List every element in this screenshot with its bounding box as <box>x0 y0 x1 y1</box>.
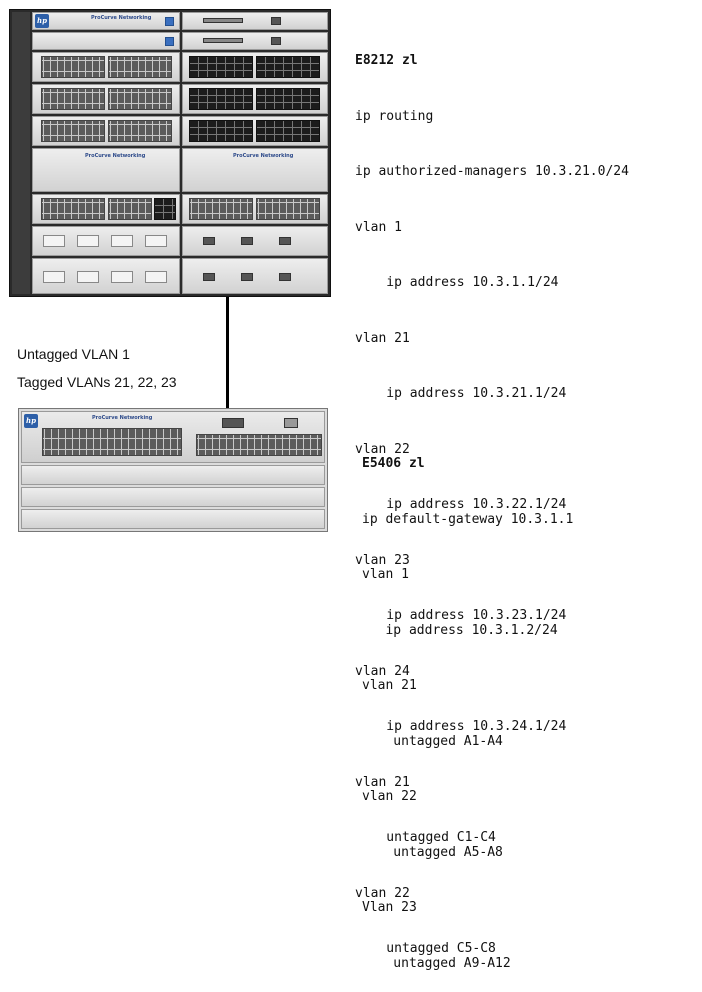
e5406-config-line: ip address 10.3.1.2/24 <box>362 622 558 638</box>
console-port-icon <box>271 17 281 25</box>
xfp-slot-icon <box>279 273 291 281</box>
rj45-port-block <box>41 56 105 78</box>
e8212-config-title: E8212 zl <box>355 53 418 68</box>
e8212-module-i <box>32 226 180 256</box>
e8212-brand-label: ProCurve Networking <box>91 15 152 21</box>
e8212-brand-label-3: ProCurve Networking <box>233 153 294 159</box>
e5406-config-title: E5406 zl <box>362 456 425 471</box>
e5406-config-line: vlan 22 <box>362 789 417 804</box>
e8212-module-f <box>182 116 328 146</box>
e8212-module-h <box>182 194 328 224</box>
console-port-icon <box>284 418 298 428</box>
e8212-config-line: vlan 22 <box>355 441 410 457</box>
uplink-cable-line <box>226 297 229 409</box>
e8212-module-b <box>182 52 328 82</box>
rj45-port-block <box>108 88 172 110</box>
cx4-connector-icon <box>77 235 99 247</box>
management-port-icon <box>222 418 244 428</box>
sfp-port-block <box>256 120 320 142</box>
e8212-config-line: ip address 10.3.22.1/24 <box>355 497 567 512</box>
sfp-port-block <box>189 56 253 78</box>
e8212-config-line: ip address 10.3.21.1/24 <box>355 386 567 401</box>
e8212-config-line: ip routing <box>355 108 434 124</box>
sfp-port-block <box>256 56 320 78</box>
cx4-connector-icon <box>43 235 65 247</box>
e5406-switch-chassis: hp ProCurve Networking <box>18 408 328 532</box>
cx4-connector-icon <box>77 271 99 283</box>
e8212-module-l <box>182 258 328 294</box>
e8212-module-j <box>182 226 328 256</box>
e5406-config-line: untagged A1-A4 <box>362 733 503 749</box>
tagged-vlans-label: Tagged VLANs 21, 22, 23 <box>17 374 177 390</box>
untagged-vlan-label: Untagged VLAN 1 <box>17 346 130 362</box>
e8212-fabric-module-left: ProCurve Networking <box>32 148 180 192</box>
xfp-slot-icon <box>241 273 253 281</box>
e8212-module-k <box>32 258 180 294</box>
e8212-management-module-right <box>182 12 328 30</box>
led-panel-icon <box>203 18 243 23</box>
e5406-config-line: vlan 21 <box>362 678 417 693</box>
e8212-config-line: ip authorized-managers 10.3.21.0/24 <box>355 164 629 179</box>
e8212-management-module-left: hp ProCurve Networking <box>32 12 180 30</box>
xfp-slot-icon <box>279 237 291 245</box>
e8212-config-line: vlan 21 <box>355 330 410 346</box>
e8212-brand-label-2: ProCurve Networking <box>85 153 146 159</box>
hp-logo-icon: hp <box>24 414 38 428</box>
e8212-module-d <box>182 84 328 114</box>
e5406-config-line: ip default-gateway 10.3.1.1 <box>362 511 574 527</box>
e5406-top-module: hp ProCurve Networking <box>21 411 325 463</box>
cx4-connector-icon <box>43 271 65 283</box>
sfp-port-block <box>256 88 320 110</box>
rj45-port-block <box>108 198 152 220</box>
module-release-tab-icon <box>165 37 174 46</box>
e8212-management-module-left-2 <box>32 32 180 50</box>
e5406-config-line: vlan 1 <box>362 567 409 582</box>
e5406-blank-module-2 <box>21 487 325 507</box>
e8212-module-a <box>32 52 180 82</box>
e8212-fabric-module-right: ProCurve Networking <box>182 148 328 192</box>
rj45-port-block <box>108 120 172 142</box>
cx4-connector-icon <box>111 235 133 247</box>
e8212-config-line: vlan 1 <box>355 219 402 235</box>
rj45-port-block <box>41 88 105 110</box>
cx4-connector-icon <box>145 271 167 283</box>
rj45-port-block <box>41 120 105 142</box>
e8212-management-module-right-2 <box>182 32 328 50</box>
xfp-slot-icon <box>241 237 253 245</box>
e8212-config-line: vlan 23 <box>355 552 410 568</box>
e8212-module-c <box>32 84 180 114</box>
e5406-blank-module-1 <box>21 465 325 485</box>
e8212-side-strip <box>12 12 30 294</box>
console-port-icon <box>271 37 281 45</box>
e5406-brand-label: ProCurve Networking <box>92 415 153 421</box>
e5406-config-line: Vlan 23 <box>362 900 417 915</box>
rj45-port-block <box>196 434 322 456</box>
sfp-port-block <box>189 120 253 142</box>
e5406-config-line: untagged A5-A8 <box>362 844 503 860</box>
hp-logo-icon: hp <box>35 14 49 28</box>
sfp-port-block <box>154 198 176 220</box>
e5406-config-line: untagged A9-A12 <box>362 955 511 971</box>
rj45-port-block <box>108 56 172 78</box>
rj45-port-block <box>189 198 253 220</box>
e8212-module-g <box>32 194 180 224</box>
rj45-port-block <box>256 198 320 220</box>
e8212-module-e <box>32 116 180 146</box>
cx4-connector-icon <box>145 235 167 247</box>
e5406-config-block: E5406 zl ip default-gateway 10.3.1.1 vla… <box>362 418 573 992</box>
xfp-slot-icon <box>203 273 215 281</box>
sfp-port-block <box>189 88 253 110</box>
e5406-blank-module-3 <box>21 509 325 529</box>
led-panel-icon <box>203 38 243 43</box>
e8212-config-line: ip address 10.3.1.1/24 <box>355 275 559 290</box>
e8212-switch-chassis: hp ProCurve Networking <box>9 9 331 297</box>
xfp-slot-icon <box>203 237 215 245</box>
module-release-tab-icon <box>165 17 174 26</box>
rj45-port-block <box>41 198 105 220</box>
cx4-connector-icon <box>111 271 133 283</box>
rj45-port-block <box>42 428 182 456</box>
